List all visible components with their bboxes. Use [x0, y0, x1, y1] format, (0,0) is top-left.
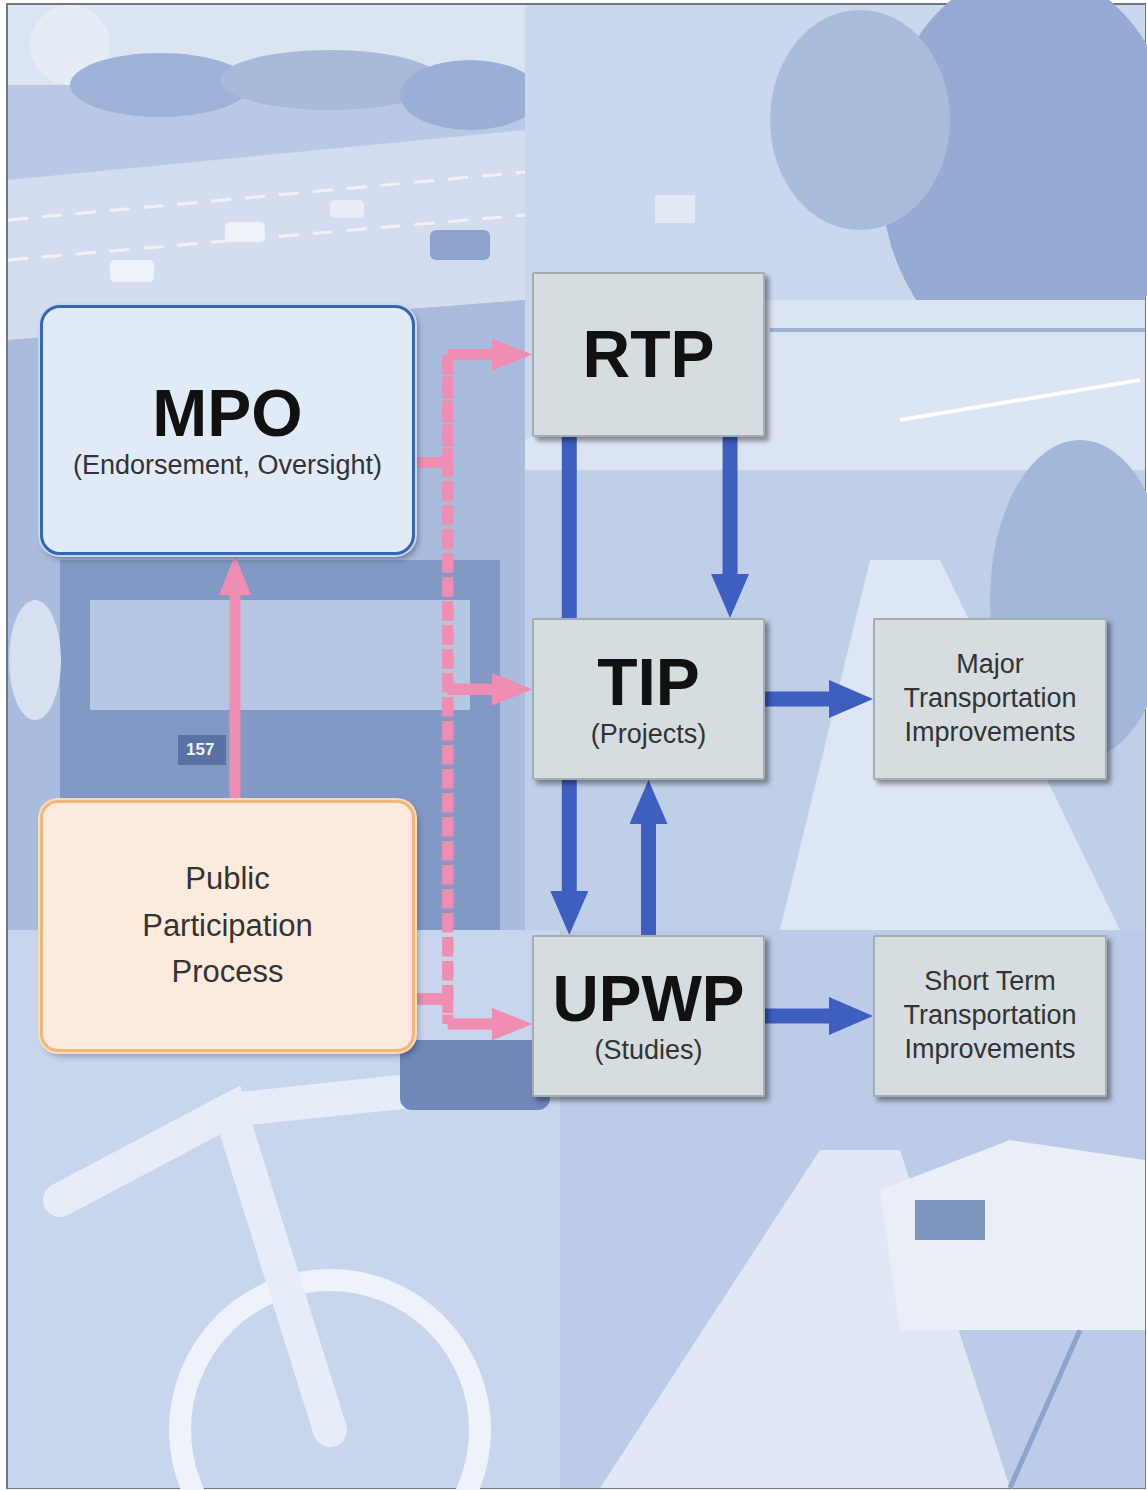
connector-line: [448, 1019, 492, 1030]
sidewalk: [780, 560, 1120, 930]
connector-arrow: [415, 355, 492, 1000]
dashed-connector-line: [442, 463, 453, 1025]
road-marking: [900, 380, 1140, 420]
connector-line: [230, 595, 241, 800]
connector-arrow: [765, 1016, 829, 1017]
outcome-box: Short Term Transportation Improvements: [873, 935, 1107, 1097]
train: [880, 1140, 1145, 1330]
train-window: [915, 1200, 985, 1240]
car: [110, 260, 154, 282]
connector-line: [448, 684, 492, 695]
connector-line: [723, 437, 738, 574]
tree: [770, 10, 950, 230]
tree: [400, 60, 540, 130]
bus-number-sign: [178, 735, 226, 765]
connector-line: [448, 1019, 492, 1030]
rail: [1010, 1330, 1080, 1488]
connector-arrow: [415, 689, 492, 999]
connector-line: [765, 692, 829, 707]
connector-arrow: [415, 999, 492, 1024]
connector-arrow: [235, 595, 236, 800]
car: [225, 222, 265, 242]
lane-line: [8, 172, 525, 220]
participation-box: Public Participation Process: [40, 800, 415, 1052]
bus-number: 157: [186, 740, 214, 760]
connector-line: [562, 437, 577, 618]
box-subtitle: (Projects): [591, 718, 707, 752]
process-box: RTP: [532, 272, 765, 437]
connector-arrow: [648, 824, 649, 935]
connector-line: [641, 824, 656, 935]
lane-line: [8, 215, 525, 260]
connector-arrow: [569, 437, 570, 618]
process-box: TIP(Projects): [532, 618, 765, 780]
dashed-connector-line: [442, 355, 453, 1000]
box-title: Major Transportation Improvements: [885, 648, 1095, 749]
guardrail: [770, 328, 1145, 332]
box-title: MPO: [152, 377, 302, 450]
box-title: TIP: [597, 646, 700, 719]
connector-line: [448, 349, 492, 360]
connector-arrow: [765, 699, 829, 700]
bicycle-frame: [60, 1090, 420, 1430]
box-title: UPWP: [553, 964, 745, 1034]
connector-arrow: [415, 463, 492, 1025]
connector-arrow: [415, 355, 492, 463]
box-title: RTP: [583, 318, 715, 391]
dashed-connector-line: [442, 689, 453, 999]
road-sign: [655, 195, 695, 223]
bus-window: [90, 600, 470, 710]
connector-line: [765, 1009, 829, 1024]
road: [525, 300, 1145, 470]
connector-arrow: [415, 463, 492, 690]
process-box: UPWP(Studies): [532, 935, 765, 1097]
organization-box: MPO(Endorsement, Oversight): [40, 305, 415, 555]
bicycle-basket: [400, 1040, 550, 1110]
car: [330, 200, 364, 218]
box-subtitle: (Endorsement, Oversight): [73, 449, 382, 483]
connector-arrow: [730, 437, 731, 574]
box-title: Public Participation Process: [113, 856, 343, 996]
connector-arrow: [569, 780, 570, 891]
box-subtitle: (Studies): [594, 1034, 702, 1068]
person: [9, 600, 61, 720]
car: [430, 230, 490, 260]
connector-line: [448, 349, 492, 360]
outcome-box: Major Transportation Improvements: [873, 618, 1107, 780]
connector-line: [448, 684, 492, 695]
box-title: Short Term Transportation Improvements: [885, 965, 1095, 1066]
connector-line: [562, 780, 577, 891]
